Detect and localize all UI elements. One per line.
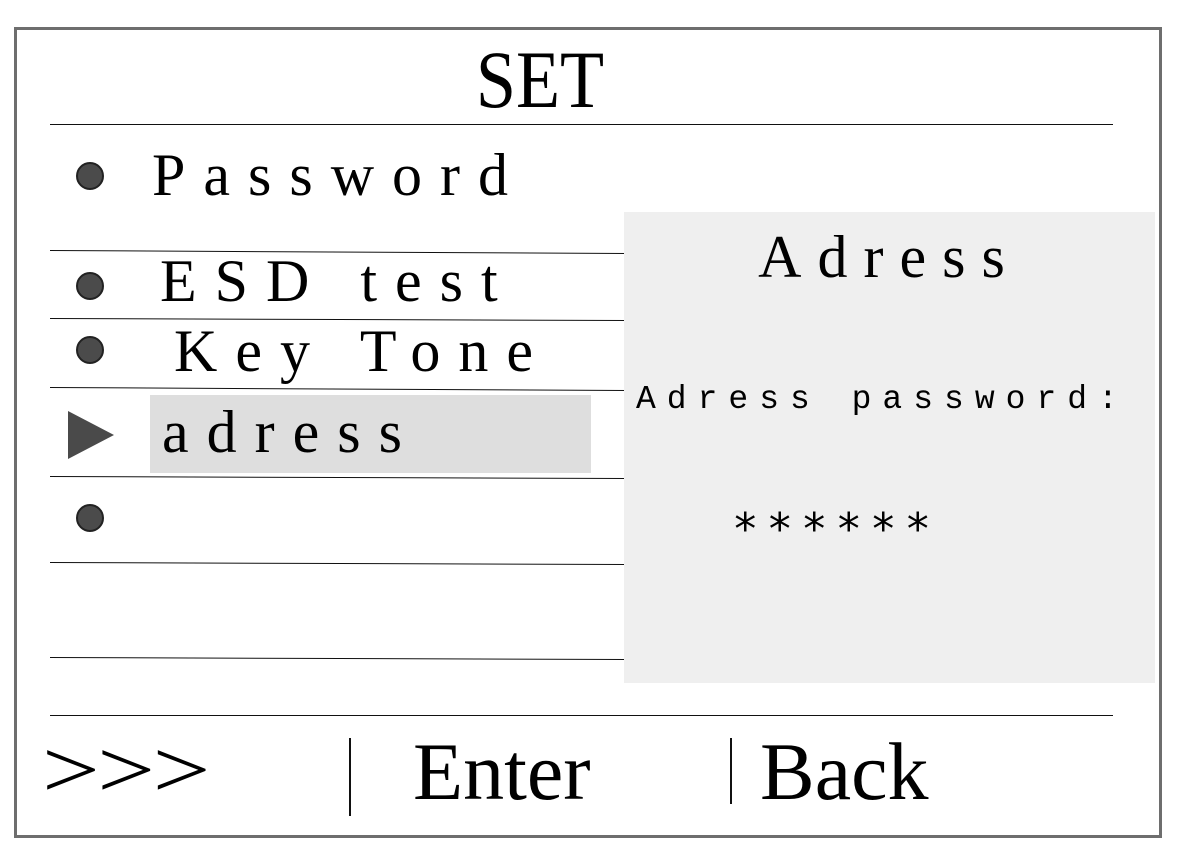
- dialog-title: Adress: [758, 224, 1021, 290]
- bullet-icon: [76, 162, 104, 190]
- footer-divider: [50, 715, 1113, 716]
- bullet-icon: [76, 336, 104, 364]
- menu-item-password[interactable]: Password: [60, 138, 620, 210]
- screen-frame: [14, 27, 1162, 838]
- menu-item-adress[interactable]: adress: [150, 395, 591, 473]
- footer-separator: [730, 738, 732, 804]
- enter-button[interactable]: Enter: [413, 726, 591, 817]
- menu-item-label: Key Tone: [174, 318, 551, 384]
- menu-item-label: ESD test: [160, 248, 516, 314]
- page-title: SET: [475, 34, 605, 125]
- back-button[interactable]: Back: [760, 726, 929, 817]
- next-button[interactable]: >>>: [42, 724, 210, 815]
- header-divider: [50, 124, 1113, 125]
- menu-item-label: Password: [152, 142, 527, 208]
- menu-item-label: adress: [162, 399, 420, 465]
- footer-separator: [349, 738, 351, 816]
- bullet-icon: [76, 272, 104, 300]
- adress-password-field[interactable]: ******: [732, 504, 939, 555]
- selection-arrow-icon: [68, 411, 114, 459]
- menu-item-empty[interactable]: [60, 480, 620, 560]
- adress-password-label: Adress password:: [636, 381, 1129, 418]
- menu-item-esd-test[interactable]: ESD test: [60, 248, 620, 316]
- menu-item-key-tone[interactable]: Key Tone: [60, 318, 620, 388]
- selected-item-highlight: [150, 395, 591, 473]
- bullet-icon: [76, 504, 104, 532]
- adress-dialog: Adress: [624, 212, 1155, 683]
